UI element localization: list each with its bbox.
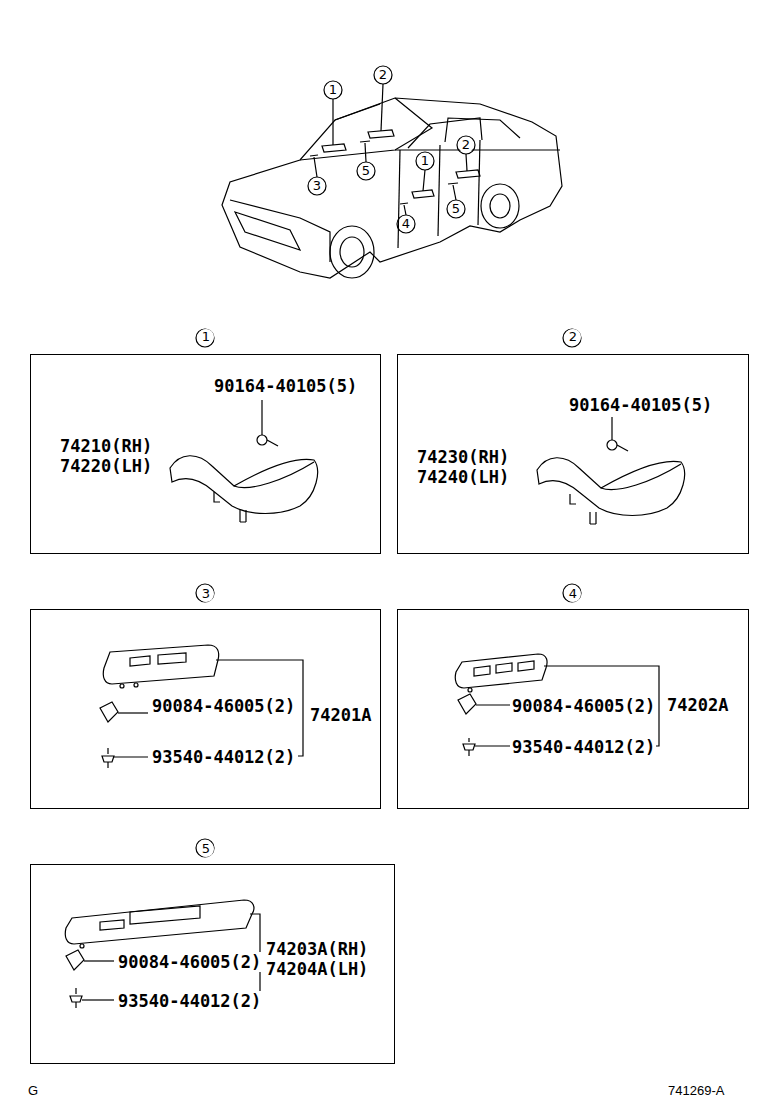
part-number: 74210(RH) 74220(LH) <box>59 436 161 476</box>
callout-number: 1 <box>418 153 432 169</box>
part-number: 74203A(RH) 74204A(LH) <box>265 939 391 979</box>
drawing-code: 741269-A <box>668 1083 724 1099</box>
part-number: 90164-40105(5) <box>213 376 358 396</box>
drawing-code: G <box>28 1083 38 1099</box>
switch-base <box>455 654 659 756</box>
parts-panel: 190164-40105(5)74210(RH) 74220(LH) <box>30 354 381 554</box>
parts-panel: 390084-46005(2)93540-44012(2)74201A <box>30 609 381 809</box>
callout-number: 2 <box>459 137 473 153</box>
callout-number: 2 <box>376 67 390 83</box>
callout-number: 1 <box>326 82 340 98</box>
callout-number: 5 <box>359 163 373 179</box>
parts-panel: 490084-46005(2)93540-44012(2)74202A <box>397 609 749 809</box>
part-number: 90164-40105(5) <box>568 395 713 415</box>
callout-number: 2 <box>565 329 581 345</box>
switch-base <box>100 645 303 768</box>
part-number: 74202A <box>666 695 729 715</box>
part-number: 74230(RH) 74240(LH) <box>416 447 518 487</box>
callout-number: 1 <box>198 329 214 345</box>
callout-number: 5 <box>198 841 214 857</box>
callout-number: 4 <box>565 586 581 602</box>
callout-number: 5 <box>449 201 463 217</box>
callout-number: 4 <box>399 216 413 232</box>
part-number: 90084-46005(2) <box>151 696 296 716</box>
part-number: 93540-44012(2) <box>151 747 296 767</box>
assist-grip <box>537 417 685 524</box>
car-sketch <box>222 66 562 278</box>
parts-panel: 590084-46005(2)93540-44012(2)74203A(RH) … <box>30 864 395 1064</box>
parts-panel: 290164-40105(5)74230(RH) 74240(LH) <box>397 354 749 554</box>
part-number: 90084-46005(2) <box>511 696 656 716</box>
part-number: 90084-46005(2) <box>117 952 262 972</box>
assist-grip <box>170 400 318 522</box>
callout-number: 3 <box>198 586 214 602</box>
part-number: 74201A <box>309 705 372 725</box>
part-number: 93540-44012(2) <box>117 991 262 1011</box>
callout-number: 3 <box>310 178 324 194</box>
part-number: 93540-44012(2) <box>511 737 656 757</box>
